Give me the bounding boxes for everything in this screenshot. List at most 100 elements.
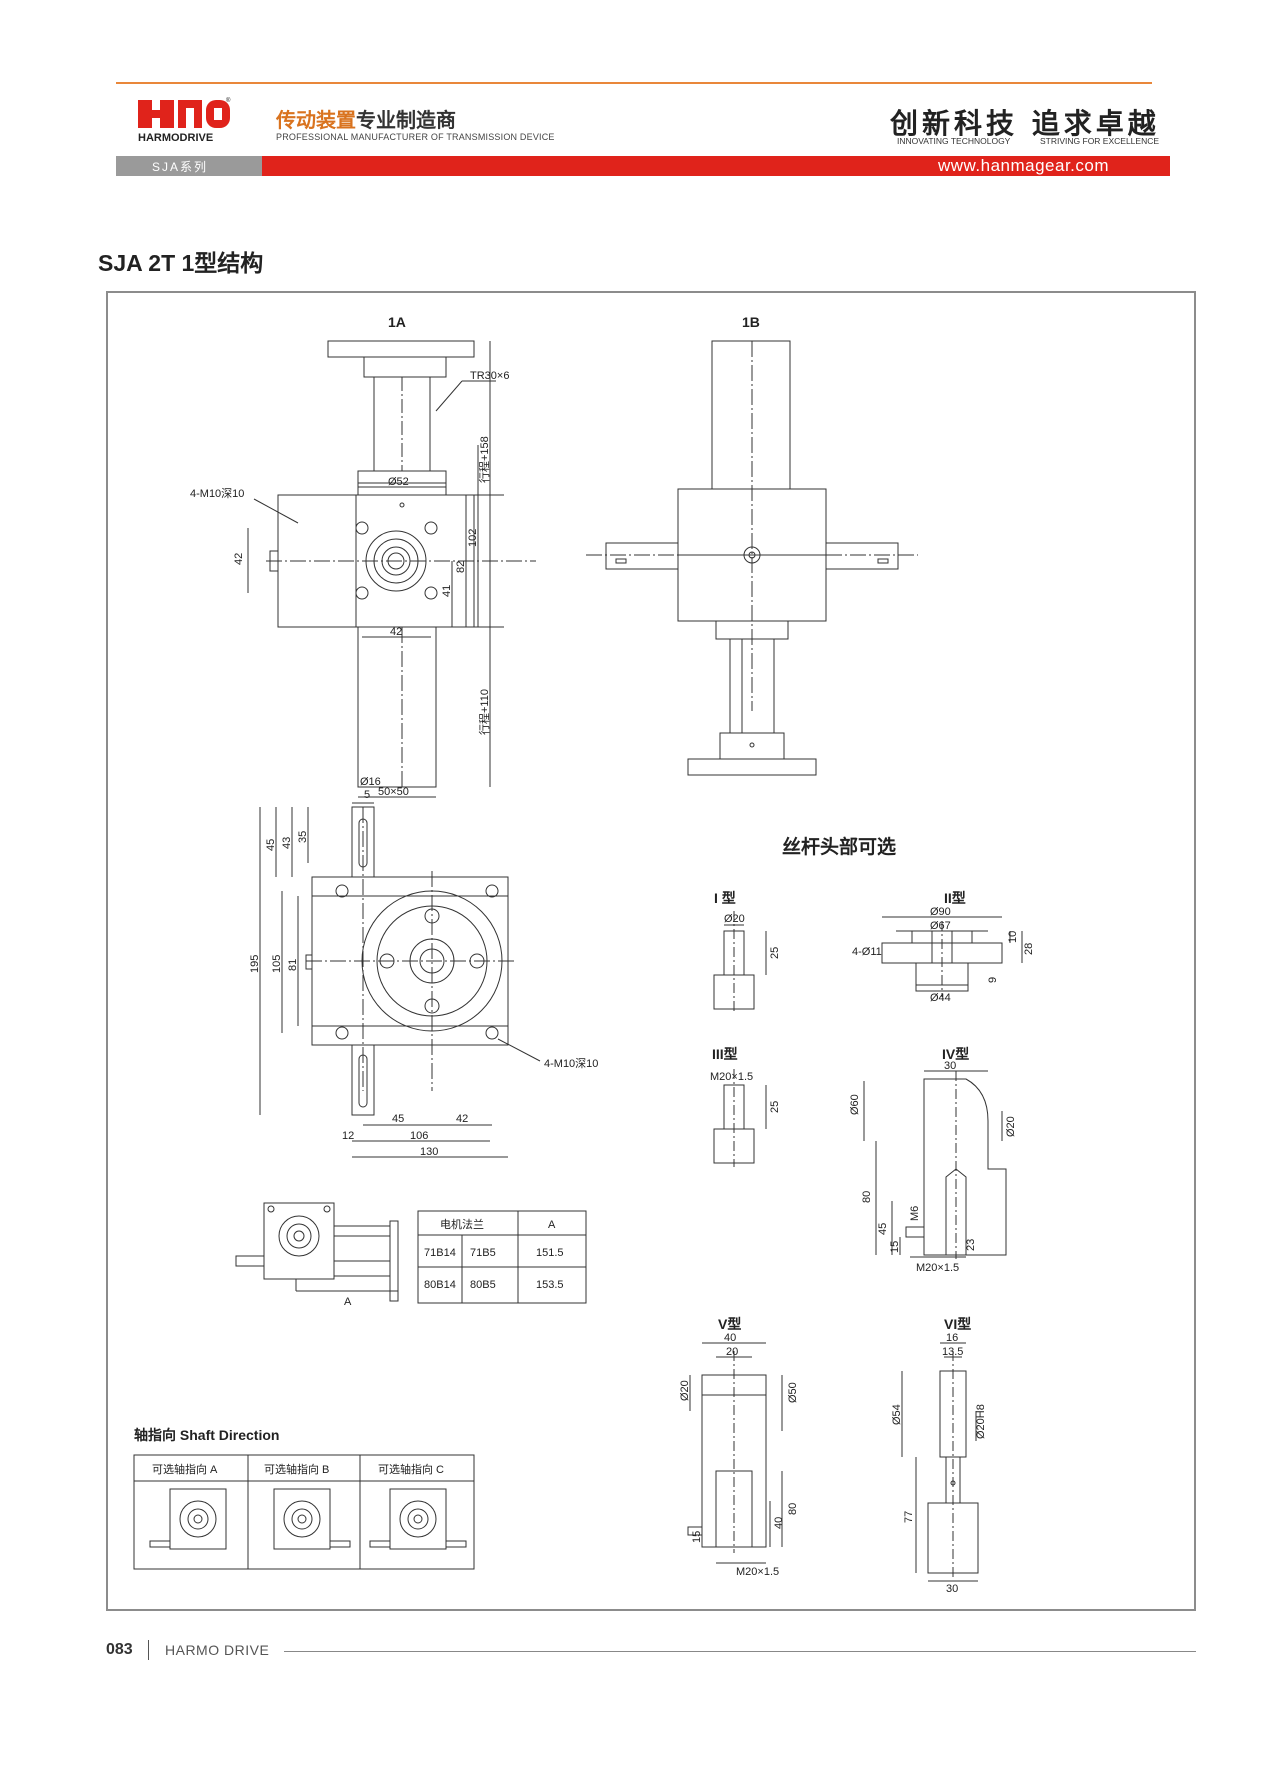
svg-text:23: 23 <box>965 1239 977 1251</box>
footer-brand: HARMO DRIVE <box>165 1642 270 1658</box>
type-i-drawing <box>713 911 767 1013</box>
website-link[interactable]: www.hanmagear.com <box>938 156 1110 175</box>
optional-heads-title: 丝杆头部可选 <box>782 835 896 858</box>
svg-text:Ø16: Ø16 <box>360 776 381 788</box>
svg-text:16: 16 <box>946 1332 958 1344</box>
logo-subtext: HARMODRIVE <box>138 132 213 144</box>
shaft-option-b: 可选轴指向 B <box>264 1462 329 1476</box>
svg-text:Ø90: Ø90 <box>930 906 951 918</box>
svg-text:Ø54: Ø54 <box>891 1404 903 1425</box>
shaft-option-c: 可选轴指向 C <box>378 1462 444 1476</box>
svg-text:45: 45 <box>265 839 277 851</box>
svg-text:25: 25 <box>769 947 781 959</box>
motor-table-header-flange: 电机法兰 <box>440 1217 484 1231</box>
type-v-label: V型 <box>718 1316 741 1332</box>
svg-text:M20×1.5: M20×1.5 <box>736 1566 779 1578</box>
svg-text:Ø67: Ø67 <box>930 920 951 932</box>
svg-text:102: 102 <box>467 529 479 547</box>
page-title: SJA 2T 1型结构 <box>98 250 264 276</box>
slogan: 创新科技 追求卓越 <box>890 107 1160 140</box>
svg-text:35: 35 <box>297 831 309 843</box>
svg-text:15: 15 <box>889 1241 901 1253</box>
svg-text:25: 25 <box>769 1101 781 1113</box>
svg-text:15: 15 <box>691 1531 703 1543</box>
svg-text:4-M10深10: 4-M10深10 <box>190 487 244 500</box>
svg-text:40: 40 <box>773 1517 785 1529</box>
slogan-en-2: STRIVING FOR EXCELLENCE <box>1040 136 1160 146</box>
type-i-label: I 型 <box>714 890 736 906</box>
svg-text:M20×1.5: M20×1.5 <box>710 1071 753 1083</box>
svg-text:12: 12 <box>342 1130 354 1142</box>
svg-text:28: 28 <box>1023 943 1035 955</box>
svg-text:Ø20: Ø20 <box>679 1380 691 1401</box>
svg-text:80: 80 <box>787 1503 799 1515</box>
svg-text:M20×1.5: M20×1.5 <box>916 1262 959 1274</box>
svg-text:50×50: 50×50 <box>378 786 409 798</box>
motor-table-cell: 71B14 <box>424 1247 456 1259</box>
header-top-rule <box>116 82 1152 84</box>
drawing-frame <box>106 291 1196 1611</box>
type-vi-drawing <box>901 1342 979 1582</box>
motor-table-cell: 71B5 <box>470 1247 496 1259</box>
motor-table-cell: 80B14 <box>424 1279 456 1291</box>
harmodrive-logo: ® HARMODRIVE <box>136 96 234 144</box>
svg-text:40: 40 <box>724 1332 736 1344</box>
motor-table-header-a: A <box>548 1219 556 1231</box>
motor-table <box>417 1210 587 1304</box>
svg-text:行程+110: 行程+110 <box>478 689 491 735</box>
svg-text:195: 195 <box>249 955 261 973</box>
shaft-option-a: 可选轴指向 A <box>152 1462 218 1476</box>
svg-text:30: 30 <box>946 1583 958 1595</box>
svg-text:130: 130 <box>420 1146 438 1158</box>
shaft-direction-title: 轴指向 Shaft Direction <box>134 1427 279 1443</box>
svg-text:9: 9 <box>987 977 999 983</box>
svg-text:M6: M6 <box>909 1206 921 1221</box>
technical-drawing: 1A Ø52 TR30×6 4-M10深10 42 4 <box>106 291 1196 1616</box>
svg-text:5: 5 <box>364 789 370 801</box>
view-1a: Ø52 TR30×6 4-M10深10 42 42 41 82 102 行程+1… <box>190 340 536 798</box>
series-label: SJA系列 <box>152 160 209 174</box>
svg-text:4-Ø11: 4-Ø11 <box>852 946 882 958</box>
svg-text:13.5: 13.5 <box>942 1346 963 1358</box>
front-view: Ø16 5 45 43 35 195 105 81 4-M10深10 45 42… <box>249 776 598 1158</box>
svg-text:45: 45 <box>392 1113 404 1125</box>
svg-text:82: 82 <box>455 561 467 573</box>
svg-text:A: A <box>344 1296 352 1308</box>
type-ii-label: II型 <box>944 890 966 906</box>
svg-text:80: 80 <box>861 1191 873 1203</box>
svg-text:30: 30 <box>944 1060 956 1072</box>
motor-flange-view: A <box>235 1202 399 1308</box>
svg-text:®: ® <box>226 97 231 104</box>
type-iv-label: IV型 <box>942 1046 969 1062</box>
footer-separator <box>148 1640 149 1660</box>
motor-table-cell: 80B5 <box>470 1279 496 1291</box>
svg-text:Ø60: Ø60 <box>849 1094 861 1115</box>
svg-text:106: 106 <box>410 1130 428 1142</box>
view-1b-label: 1B <box>742 314 760 330</box>
svg-text:Ø20H8: Ø20H8 <box>975 1404 987 1439</box>
svg-text:81: 81 <box>287 959 299 971</box>
type-iv-drawing <box>863 1070 1007 1259</box>
page-number: 083 <box>106 1641 133 1658</box>
svg-text:45: 45 <box>877 1223 889 1235</box>
brand-title-part1: 传动装置 <box>276 110 356 132</box>
svg-text:42: 42 <box>233 553 245 565</box>
brand-title: 传动装置专业制造商 <box>276 104 456 133</box>
svg-text:Ø44: Ø44 <box>930 992 951 1004</box>
website-bar <box>262 156 1170 176</box>
svg-text:43: 43 <box>281 837 293 849</box>
footer-rule <box>284 1651 1196 1652</box>
type-iii-drawing <box>713 1069 767 1167</box>
type-vi-label: VI型 <box>944 1316 971 1332</box>
svg-text:行程+158: 行程+158 <box>478 436 491 483</box>
svg-text:105: 105 <box>271 955 283 973</box>
slogan-en-1: INNOVATING TECHNOLOGY <box>897 136 1011 146</box>
svg-text:Ø20: Ø20 <box>724 913 745 925</box>
svg-text:42: 42 <box>456 1113 468 1125</box>
motor-table-cell: 151.5 <box>536 1247 564 1259</box>
svg-text:Ø50: Ø50 <box>787 1382 799 1403</box>
type-iii-label: III型 <box>712 1046 738 1062</box>
shaft-direction-table <box>133 1454 475 1570</box>
series-bar <box>116 156 262 176</box>
svg-text:Ø52: Ø52 <box>388 476 409 488</box>
